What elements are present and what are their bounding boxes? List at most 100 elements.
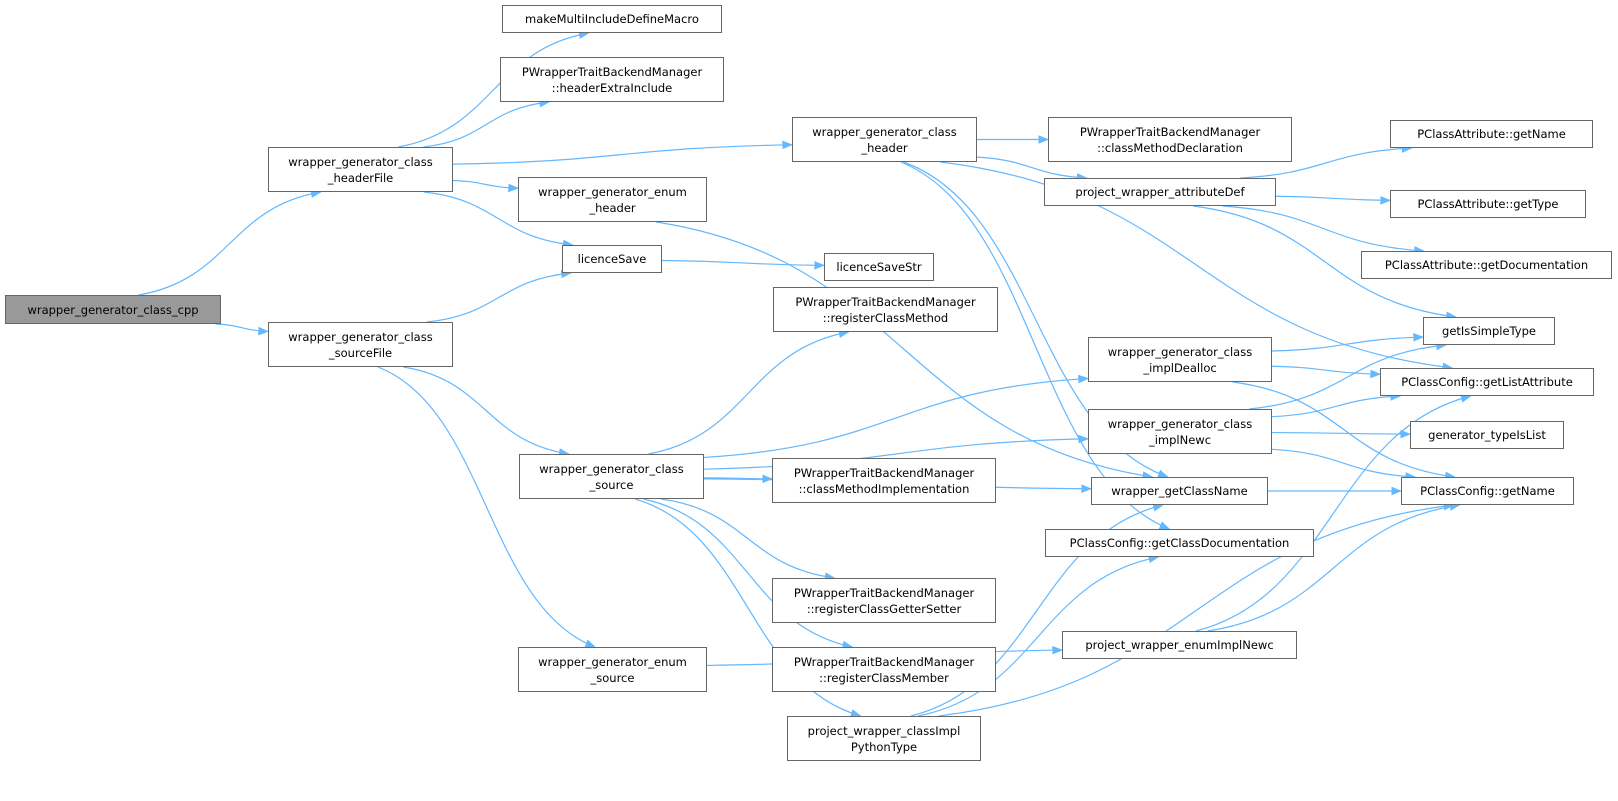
call-edge (452, 140, 794, 165)
graph-node[interactable]: PWrapperTraitBackendManager::registerCla… (772, 647, 996, 692)
node-label: PythonType (850, 739, 918, 754)
graph-node[interactable]: generator_typeIsList (1410, 421, 1564, 449)
graph-node[interactable]: wrapper_getClassName (1091, 477, 1268, 505)
node-label: PWrapperTraitBackendManager (795, 294, 976, 309)
node-label: PClassAttribute::getDocumentation (1384, 258, 1589, 272)
call-edge (917, 554, 1160, 717)
graph-node[interactable]: PClassAttribute::getName (1390, 120, 1593, 148)
root-node: wrapper_generator_class_cpp (5, 295, 221, 324)
call-edge (660, 498, 836, 581)
graph-node[interactable]: PWrapperTraitBackendManager::registerCla… (773, 287, 998, 332)
node-label: PClassAttribute::getName (1417, 127, 1566, 141)
node-label: PWrapperTraitBackendManager (793, 585, 975, 600)
call-edge (656, 221, 1154, 480)
graph-node[interactable]: PClassAttribute::getDocumentation (1361, 251, 1612, 279)
node-label: licenceSaveStr (836, 260, 922, 274)
node-label: _source (589, 477, 634, 492)
call-edge (661, 259, 826, 270)
node-label: _header (589, 200, 636, 215)
graph-node[interactable]: wrapper_generator_class_source (519, 454, 704, 499)
call-edge (1239, 144, 1413, 179)
node-label: PWrapperTraitBackendManager (793, 465, 975, 480)
node-label: generator_typeIsList (1428, 428, 1546, 442)
node-label: wrapper_generator_enum (538, 654, 687, 669)
graph-node[interactable]: PClassConfig::getListAttribute (1380, 368, 1594, 396)
call-edge (1232, 381, 1456, 481)
node-label: wrapper_generator_class (1107, 416, 1253, 431)
graph-node[interactable]: wrapper_generator_class_header (792, 117, 977, 162)
node-label: wrapper_getClassName (1111, 484, 1248, 498)
node-label: project_wrapper_enumImplNewc (1085, 638, 1274, 652)
node-label: ::registerClassMember (819, 670, 949, 685)
graph-node[interactable]: PClassConfig::getName (1401, 477, 1574, 505)
node-label: makeMultiIncludeDefineMacro (525, 12, 699, 26)
call-edge (423, 98, 551, 148)
graph-node[interactable]: wrapper_generator_enum_header (518, 177, 707, 222)
call-edge (940, 161, 1454, 372)
graph-node[interactable]: PClassConfig::getClassDocumentation (1045, 529, 1314, 557)
call-edge (1275, 195, 1392, 205)
graph-node[interactable]: PWrapperTraitBackendManager::classMethod… (1048, 117, 1292, 162)
call-edge (1195, 394, 1472, 632)
node-label: _header (861, 140, 908, 155)
graph-node[interactable]: project_wrapper_attributeDef (1044, 178, 1276, 206)
node-label: ::headerExtraInclude (551, 80, 673, 95)
node-label: PClassConfig::getClassDocumentation (1069, 536, 1290, 550)
call-edge (648, 329, 850, 455)
call-edge (138, 189, 322, 296)
node-label: project_wrapper_attributeDef (1075, 185, 1245, 199)
call-edge (423, 191, 574, 249)
node-label: _implNewc (1148, 432, 1212, 447)
node-label: PClassConfig::getListAttribute (1401, 375, 1573, 389)
node-label: project_wrapper_classImpl (807, 723, 961, 738)
node-label: getIsSimpleType (1442, 324, 1536, 338)
call-edge (703, 374, 1090, 459)
node-label: wrapper_generator_enum (538, 184, 687, 199)
graph-node[interactable]: wrapper_generator_class_implDealloc (1088, 337, 1272, 382)
node-label: PWrapperTraitBackendManager (1079, 124, 1261, 139)
node-label: wrapper_generator_class_cpp (27, 302, 199, 317)
graph-node[interactable]: PWrapperTraitBackendManager::classMethod… (772, 458, 996, 503)
node-label: _source (590, 670, 635, 685)
call-edge (910, 503, 1164, 717)
graph-node[interactable]: wrapper_generator_enum_source (518, 647, 707, 692)
node-label: ::classMethodImplementation (798, 481, 970, 496)
call-edge (1271, 333, 1425, 352)
graph-node[interactable]: getIsSimpleType (1423, 317, 1555, 345)
call-edge (1222, 205, 1425, 255)
call-edge (1271, 448, 1417, 481)
graph-node[interactable]: licenceSave (562, 245, 662, 273)
call-edge (1271, 365, 1382, 379)
graph-node[interactable]: PWrapperTraitBackendManager::headerExtra… (500, 57, 724, 102)
call-edge (1271, 392, 1402, 418)
call-edge (215, 323, 270, 336)
node-label: _sourceFile (328, 345, 393, 360)
node-label: wrapper_generator_class (288, 329, 433, 344)
call-edge (397, 30, 590, 148)
graph-node[interactable]: PClassAttribute::getType (1390, 190, 1586, 218)
node-label: wrapper_generator_class (288, 154, 433, 169)
graph-node[interactable]: wrapper_generator_class_sourceFile (268, 322, 453, 367)
graph-node[interactable]: wrapper_generator_class_headerFile (268, 147, 453, 192)
call-edge (1193, 205, 1457, 321)
call-edge (452, 179, 520, 193)
graph-node[interactable]: project_wrapper_enumImplNewc (1062, 631, 1297, 659)
graph-node[interactable]: licenceSaveStr (824, 253, 934, 281)
node-label: ::registerClassGetterSetter (806, 601, 962, 616)
call-edge (377, 366, 597, 648)
graph-node[interactable]: makeMultiIncludeDefineMacro (502, 5, 722, 33)
graph-node[interactable]: wrapper_generator_class_implNewc (1088, 409, 1272, 454)
graph-node[interactable]: PWrapperTraitBackendManager::registerCla… (772, 578, 996, 623)
call-edge (403, 366, 570, 457)
call-edge (1249, 341, 1448, 410)
node-label: ::classMethodDeclaration (1097, 140, 1243, 155)
node-label: PWrapperTraitBackendManager (793, 654, 975, 669)
call-edge (703, 474, 774, 484)
node-label: _implDealloc (1143, 360, 1217, 375)
node-label: PWrapperTraitBackendManager (521, 64, 703, 79)
call-edge (938, 501, 1455, 717)
call-edge (643, 498, 854, 650)
